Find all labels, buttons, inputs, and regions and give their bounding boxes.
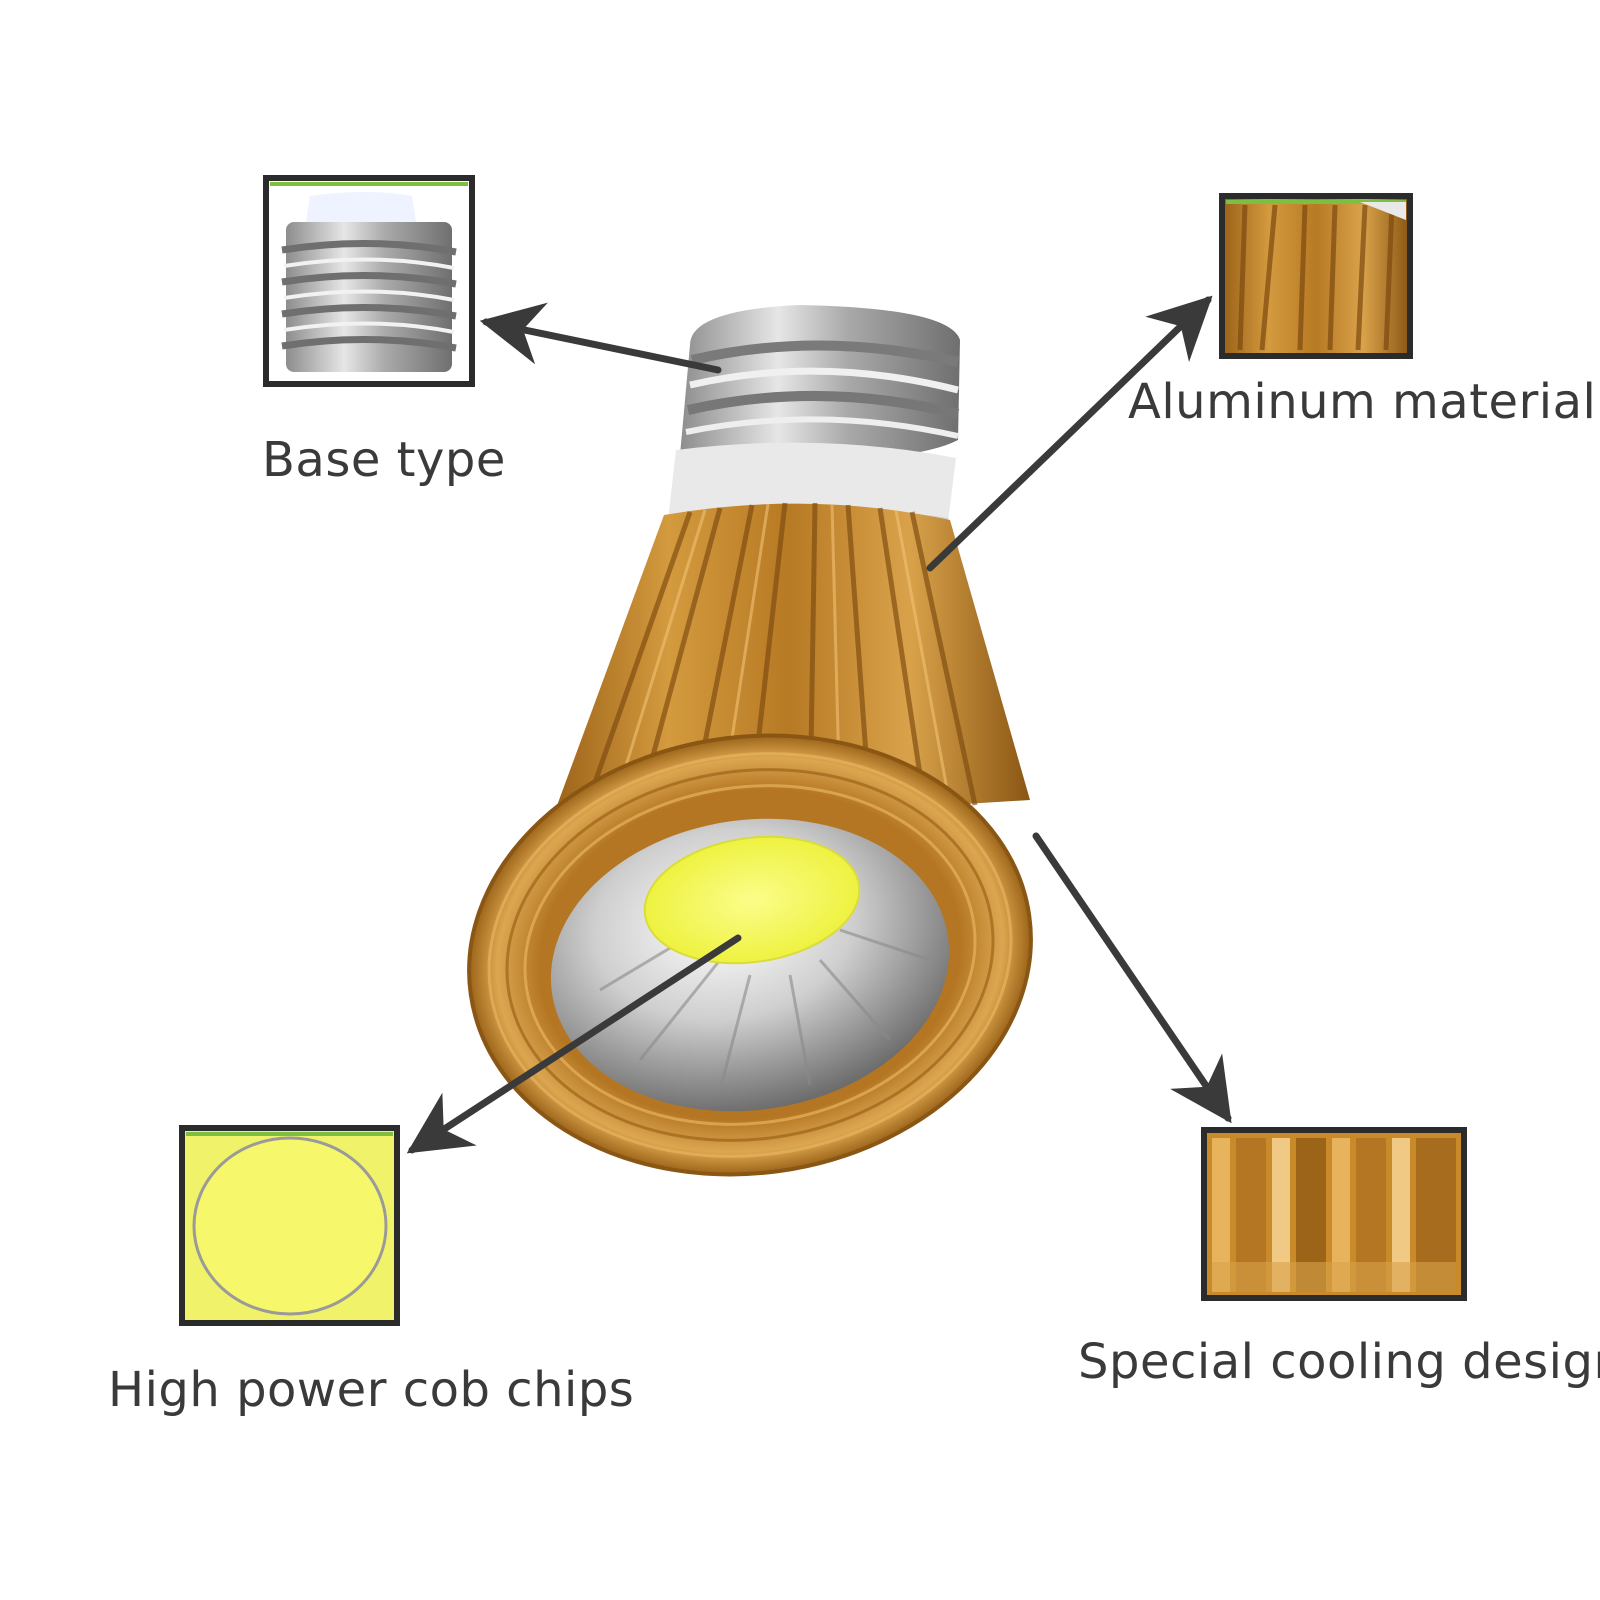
arrow-base-type (479, 302, 722, 374)
lamp-illustration (467, 305, 1033, 1177)
cob-chip-thumbnail (179, 1125, 400, 1326)
base-type-thumbnail (263, 175, 475, 387)
aluminum-material-thumbnail (1219, 193, 1413, 359)
arrow-aluminum-material (926, 295, 1213, 572)
arrow-cooling-design (1032, 832, 1232, 1124)
cooling-design-label: Special cooling design (1078, 1334, 1600, 1390)
cooling-design-thumbnail (1201, 1127, 1467, 1301)
aluminum-material-label: Aluminum material (1128, 374, 1597, 430)
screw-base (667, 305, 960, 522)
cob-chips-label: High power cob chips (108, 1362, 635, 1418)
callout-arrows (406, 295, 1232, 1154)
front-ring (467, 733, 1033, 1177)
arrow-cob-chips (406, 934, 742, 1154)
base-type-label: Base type (262, 432, 506, 488)
